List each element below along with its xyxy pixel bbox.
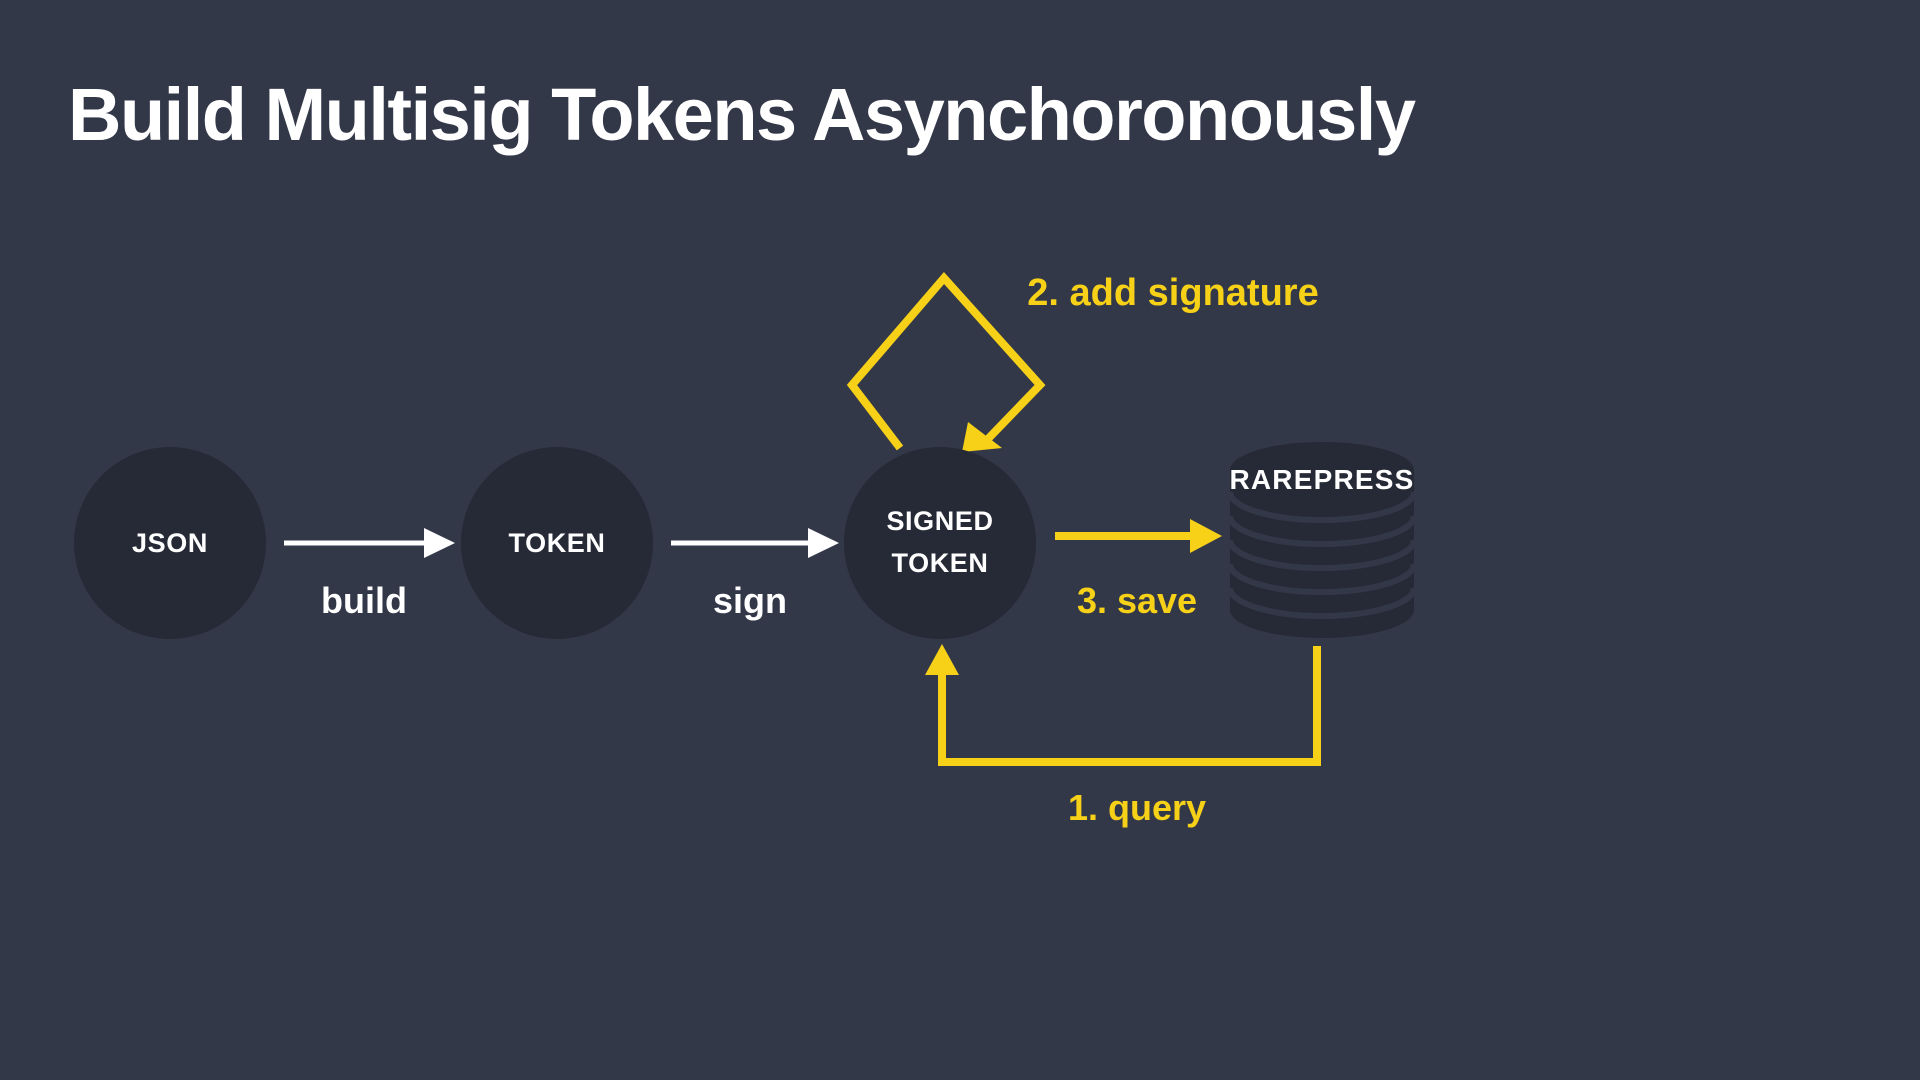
edge-label-add-signature: 2. add signature xyxy=(1027,272,1318,314)
database-top[interactable] xyxy=(1230,442,1414,498)
edge-label-query: 1. query xyxy=(1068,787,1206,828)
node-label-signed-token-line2: TOKEN xyxy=(891,548,988,578)
edge-label-build: build xyxy=(321,580,407,621)
node-label-json: JSON xyxy=(132,528,208,558)
edge-save: 3. save xyxy=(1055,519,1222,621)
edge-query: 1. query xyxy=(925,644,1321,828)
edge-build: build xyxy=(284,528,455,621)
node-label-signed-token-line1: SIGNED xyxy=(886,506,993,536)
database-disc-line-1 xyxy=(1227,491,1417,523)
signed-token-circle[interactable] xyxy=(844,447,1036,639)
database-body[interactable] xyxy=(1230,470,1414,638)
add-signature-arrow-head xyxy=(962,422,1002,452)
json-circle[interactable] xyxy=(74,447,266,639)
node-token[interactable]: TOKEN xyxy=(461,447,653,639)
node-json[interactable]: JSON xyxy=(74,447,266,639)
build-arrow-head xyxy=(424,528,455,558)
database-disc-line-4 xyxy=(1227,563,1417,595)
node-label-rarepress: RAREPRESS xyxy=(1229,464,1414,495)
edge-label-save: 3. save xyxy=(1077,580,1197,621)
database-disc-line-2 xyxy=(1227,515,1417,547)
edge-add-signature: 2. add signature xyxy=(846,271,1319,452)
save-arrow-head xyxy=(1190,519,1222,553)
database-disc-line-3 xyxy=(1227,539,1417,571)
add-signature-loop-path xyxy=(846,271,1046,451)
edge-label-sign: sign xyxy=(713,580,787,621)
query-loop-path xyxy=(938,646,1321,766)
query-arrow-head xyxy=(925,644,959,675)
node-rarepress[interactable]: RAREPRESS xyxy=(1227,442,1417,638)
token-circle[interactable] xyxy=(461,447,653,639)
page-title: Build Multisig Tokens Asynchoronously xyxy=(68,73,1416,156)
node-label-token: TOKEN xyxy=(508,528,605,558)
edge-sign: sign xyxy=(671,528,839,621)
database-disc-line-5 xyxy=(1227,587,1417,619)
sign-arrow-head xyxy=(808,528,839,558)
node-signed-token[interactable]: SIGNED TOKEN xyxy=(844,447,1036,639)
